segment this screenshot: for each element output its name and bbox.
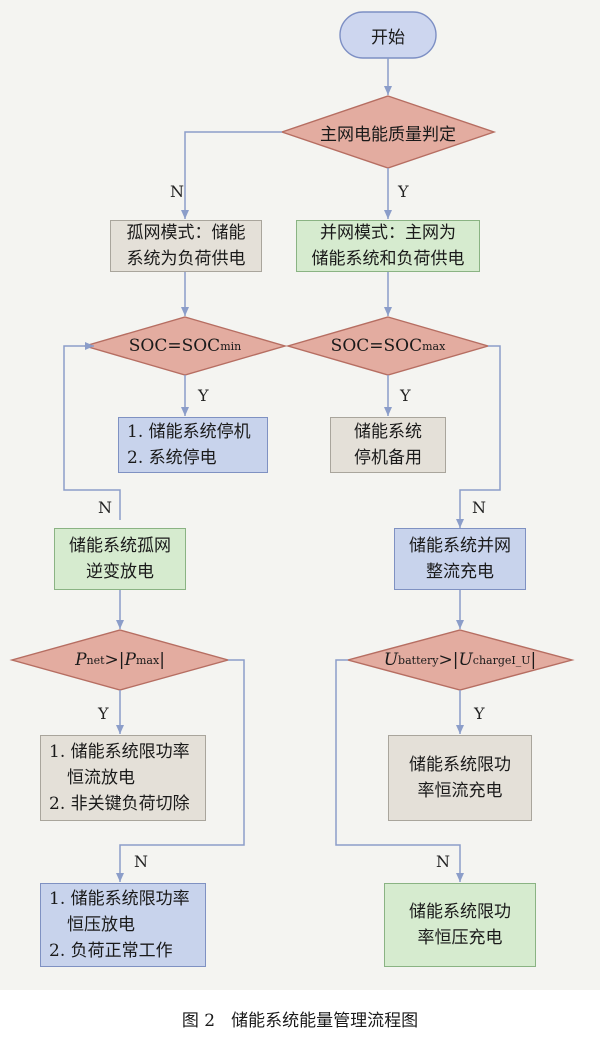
p-end: | [159, 650, 165, 670]
u-op: >| [438, 650, 459, 670]
main-no-label: N [170, 182, 184, 201]
cvc-line-2: 率恒压充电 [417, 928, 503, 948]
grid-mode-line-1: 并网模式：主网为 [320, 223, 456, 243]
p-op: >| [104, 650, 125, 670]
u2-symbol: U [458, 650, 473, 670]
soc-min-sub: min [220, 339, 242, 353]
soc-max-sub: max [422, 339, 446, 353]
ccd-line-1: 1. 储能系统限功率 [49, 742, 190, 762]
p-symbol: P [75, 650, 87, 670]
standby-box: 储能系统 停机备用 [330, 417, 446, 473]
u-sub: battery [398, 653, 439, 667]
island-mode-box: 孤网模式：储能 系统为负荷供电 [110, 220, 262, 272]
island-discharge-line-2: 逆变放电 [86, 562, 154, 582]
cvd-line-1: 1. 储能系统限功率 [49, 889, 190, 909]
grid-charge-line-2: 整流充电 [426, 562, 494, 582]
soc-min-no-label: N [98, 498, 112, 517]
figure-caption: 图 2 储能系统能量管理流程图 [0, 1006, 600, 1031]
figure-title: 储能系统能量管理流程图 [231, 1011, 419, 1031]
soc-max-yes-label: Y [400, 386, 411, 405]
figure-number: 图 2 [181, 1011, 216, 1031]
flowchart: 开始 主网电能质量判定 孤网模式：储能 系统为负荷供电 并网模式：主网为 储能系… [0, 0, 600, 990]
island-mode-line-2: 系统为负荷供电 [126, 249, 246, 269]
cvd-line-2: 恒压放电 [67, 915, 135, 935]
main-grid-quality-label: 主网电能质量判定 [320, 124, 456, 145]
island-discharge-line-1: 储能系统孤网 [69, 536, 171, 556]
p2-sub: max [135, 653, 160, 667]
const-voltage-discharge-box: 1. 储能系统限功率 恒压放电 2. 负荷正常工作 [40, 883, 206, 967]
flowchart-connectors [9, 11, 575, 882]
const-voltage-charge-box: 储能系统限功 率恒压充电 [384, 883, 536, 967]
soc-min-yes-label: Y [198, 386, 209, 405]
p-yes-label: Y [98, 704, 109, 723]
grid-mode-line-2: 储能系统和负荷供电 [311, 249, 465, 269]
grid-charge-line-1: 储能系统并网 [409, 536, 511, 556]
cvc-line-1: 储能系统限功 [409, 902, 511, 922]
grid-mode-box: 并网模式：主网为 储能系统和负荷供电 [296, 220, 480, 272]
u-end: | [530, 650, 537, 670]
ccc-line-2: 率恒流充电 [417, 781, 503, 801]
soc-min-base: SOC=SOC [128, 336, 221, 356]
u2-sub: chargeI_U [472, 653, 531, 667]
standby-line-2: 停机备用 [354, 448, 422, 468]
p2-symbol: P [124, 650, 136, 670]
u-symbol: U [383, 650, 399, 670]
const-current-charge-box: 储能系统限功 率恒流充电 [388, 735, 532, 821]
u-yes-label: Y [474, 704, 485, 723]
p-no-label: N [134, 852, 148, 871]
ccd-line-2: 恒流放电 [67, 768, 135, 788]
standby-line-1: 储能系统 [354, 422, 422, 442]
soc-max-base: SOC=SOC [330, 336, 423, 356]
stop-outage-line-2: 2. 系统停电 [127, 448, 217, 468]
main-yes-label: Y [398, 182, 409, 201]
grid-charge-box: 储能系统并网 整流充电 [394, 528, 526, 590]
start-label: 开始 [371, 27, 405, 48]
stop-outage-box: 1. 储能系统停机 2. 系统停电 [118, 417, 268, 473]
const-current-discharge-box: 1. 储能系统限功率 恒流放电 2. 非关键负荷切除 [40, 735, 206, 821]
u-no-label: N [436, 852, 450, 871]
island-discharge-box: 储能系统孤网 逆变放电 [54, 528, 186, 590]
island-mode-line-1: 孤网模式：储能 [126, 223, 246, 243]
ccd-line-3: 2. 非关键负荷切除 [49, 794, 190, 814]
p-sub: net [86, 653, 105, 667]
stop-outage-line-1: 1. 储能系统停机 [127, 422, 251, 442]
ccc-line-1: 储能系统限功 [409, 755, 511, 775]
soc-max-no-label: N [472, 498, 486, 517]
cvd-line-3: 2. 负荷正常工作 [49, 941, 173, 961]
